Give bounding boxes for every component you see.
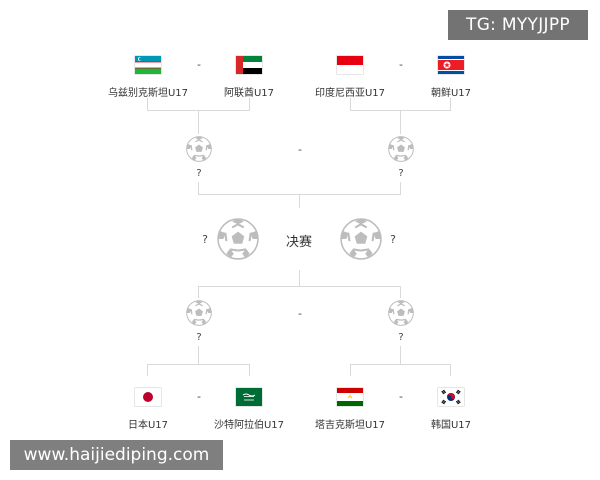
connector-line [249, 98, 250, 110]
connector-line [450, 98, 451, 110]
connector-line [400, 182, 401, 194]
saudi-arabia-flag-icon [236, 388, 262, 406]
unknown-team-placeholder: ? [202, 233, 208, 246]
connector-line [249, 364, 250, 376]
match-separator: - [298, 307, 302, 320]
soccer-ball-icon [388, 300, 414, 326]
connector-line [198, 346, 199, 364]
match-separator: - [399, 390, 403, 403]
unknown-team-placeholder: ? [196, 168, 202, 179]
soccer-ball-icon [217, 218, 259, 260]
uae-flag-icon [236, 56, 262, 74]
match-separator: - [399, 58, 403, 71]
match-separator: - [197, 58, 201, 71]
connector-line [198, 110, 199, 134]
south-korea-flag-icon [438, 388, 464, 406]
connector-line [299, 270, 300, 286]
unknown-team-placeholder: ? [398, 168, 404, 179]
unknown-team-placeholder: ? [398, 332, 404, 343]
final-label: 决赛 [285, 235, 312, 250]
match-separator: - [197, 390, 201, 403]
team-name: 韩国U17 [430, 420, 472, 431]
team-name: 乌兹别克斯坦U17 [107, 88, 189, 99]
team-name: 塔吉克斯坦U17 [314, 420, 386, 431]
unknown-team-placeholder: ? [390, 233, 396, 246]
connector-line [147, 98, 148, 110]
team-name: 阿联酋U17 [223, 88, 275, 99]
soccer-ball-icon [388, 136, 414, 162]
soccer-ball-icon [186, 300, 212, 326]
team-name: 印度尼西亚U17 [314, 88, 386, 99]
telegram-watermark: TG: MYYJJPP [448, 10, 588, 40]
connector-line [450, 364, 451, 376]
connector-line [299, 194, 300, 208]
team-name: 朝鲜U17 [430, 88, 472, 99]
north-korea-flag-icon [438, 56, 464, 74]
connector-line [147, 364, 148, 376]
team-name: 日本U17 [127, 420, 169, 431]
connector-line [198, 182, 199, 194]
connector-line [198, 286, 401, 287]
connector-line [400, 110, 401, 134]
connector-line [147, 364, 250, 365]
unknown-team-placeholder: ? [196, 332, 202, 343]
indonesia-flag-icon [337, 56, 363, 74]
connector-line [400, 286, 401, 298]
match-separator: - [298, 143, 302, 156]
connector-line [400, 346, 401, 364]
team-name: 沙特阿拉伯U17 [213, 420, 285, 431]
website-watermark: www.haijiediping.com [10, 440, 223, 470]
soccer-ball-icon [186, 136, 212, 162]
soccer-ball-icon [340, 218, 382, 260]
connector-line [350, 364, 351, 376]
japan-flag-icon [135, 388, 161, 406]
tajikistan-flag-icon [337, 388, 363, 406]
uzbekistan-flag-icon [135, 56, 161, 74]
connector-line [350, 364, 451, 365]
connector-line [350, 98, 351, 110]
connector-line [198, 286, 199, 298]
